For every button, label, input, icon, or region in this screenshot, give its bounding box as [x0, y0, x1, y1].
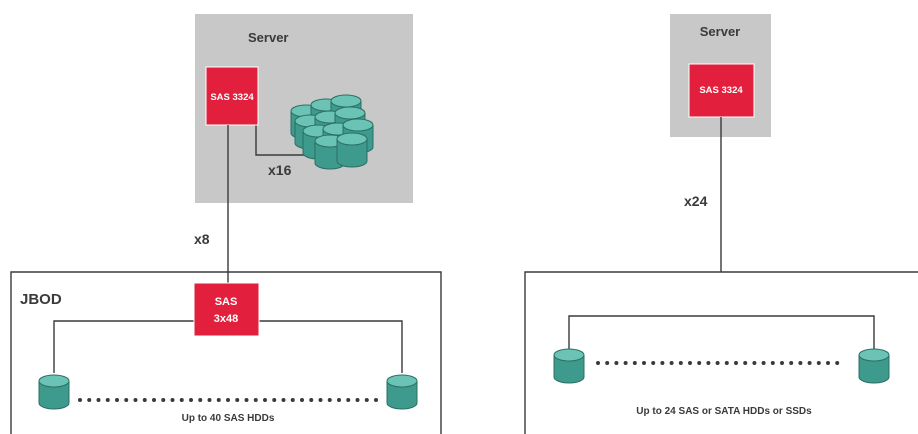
left-last-drive-icon — [386, 374, 418, 410]
ellipsis-dot — [374, 398, 378, 402]
left-internal-link-label: x16 — [268, 162, 292, 178]
ellipsis-dot — [226, 398, 230, 402]
jbod-label: JBOD — [20, 291, 62, 308]
ellipsis-dot — [605, 361, 610, 365]
ellipsis-dot — [835, 361, 840, 365]
right-configuration: Server SAS 3324 x24 Up to 24 SAS or SATA… — [524, 14, 918, 434]
ellipsis-dot — [780, 361, 784, 365]
ellipsis-dot — [743, 361, 748, 365]
ellipsis-dot — [706, 361, 711, 365]
right-server-label: Server — [700, 24, 740, 39]
ellipsis-dot — [78, 398, 82, 402]
right-controller-label: SAS 3324 — [699, 85, 743, 96]
ellipsis-dot — [189, 398, 193, 402]
ellipsis-dot — [355, 398, 360, 402]
ellipsis-dot — [309, 398, 314, 402]
ellipsis-dot — [170, 398, 175, 402]
ellipsis-dot — [300, 398, 304, 402]
ellipsis-dot — [96, 398, 101, 402]
ellipsis-dot — [816, 361, 821, 365]
left-uplink-label: x8 — [194, 231, 210, 247]
ellipsis-dot — [632, 361, 637, 365]
left-drives-caption: Up to 40 SAS HDDs — [182, 413, 275, 424]
left-first-drive-icon — [38, 374, 70, 410]
ellipsis-dot — [697, 361, 702, 365]
ellipsis-dot — [614, 361, 619, 365]
ellipsis-dot — [642, 361, 646, 365]
ellipsis-dot — [651, 361, 656, 365]
ellipsis-dot — [115, 398, 119, 402]
ellipsis-dot — [770, 361, 775, 365]
left-drive-ellipsis-dots — [78, 398, 378, 402]
ellipsis-dot — [678, 361, 683, 365]
sas-expander-label-line2: 3x48 — [214, 313, 238, 325]
ellipsis-dot — [253, 398, 258, 402]
right-controller-chip — [688, 63, 755, 118]
right-backplane-line — [568, 315, 875, 360]
ellipsis-dot — [272, 398, 277, 402]
ellipsis-dot — [688, 361, 692, 365]
ellipsis-dot — [142, 398, 147, 402]
ellipsis-dot — [207, 398, 212, 402]
right-drives-caption: Up to 24 SAS or SATA HDDs or SSDs — [636, 406, 812, 417]
ellipsis-dot — [752, 361, 757, 365]
right-drive-ellipsis-dots — [596, 361, 840, 365]
ellipsis-dot — [715, 361, 720, 365]
ellipsis-dot — [235, 398, 240, 402]
ellipsis-dot — [216, 398, 221, 402]
ellipsis-dot — [105, 398, 110, 402]
ellipsis-dot — [179, 398, 184, 402]
ellipsis-dot — [798, 361, 803, 365]
left-controller-label: SAS 3324 — [210, 92, 254, 103]
ellipsis-dot — [318, 398, 323, 402]
ellipsis-dot — [290, 398, 295, 402]
ellipsis-dot — [724, 361, 729, 365]
sas-expander-label-line1: SAS — [215, 296, 238, 308]
ellipsis-dot — [133, 398, 138, 402]
left-controller-chip — [205, 66, 259, 126]
right-link-label: x24 — [684, 193, 708, 209]
ellipsis-dot — [161, 398, 166, 402]
ellipsis-dot — [281, 398, 286, 402]
ellipsis-dot — [152, 398, 156, 402]
right-last-drive-icon — [858, 348, 890, 384]
ellipsis-dot — [826, 361, 830, 365]
ellipsis-dot — [87, 398, 92, 402]
ellipsis-dot — [337, 398, 341, 402]
ellipsis-dot — [346, 398, 351, 402]
ellipsis-dot — [734, 361, 738, 365]
ellipsis-dot — [244, 398, 249, 402]
ellipsis-dot — [124, 398, 129, 402]
left-server-label: Server — [248, 30, 288, 45]
right-first-drive-icon — [553, 348, 585, 384]
ellipsis-dot — [761, 361, 766, 365]
ellipsis-dot — [596, 361, 600, 365]
ellipsis-dot — [623, 361, 628, 365]
ellipsis-dot — [660, 361, 665, 365]
ellipsis-dot — [807, 361, 812, 365]
sas-expander-chip — [193, 282, 260, 337]
left-configuration: Server x16 SAS 3324 x8 JBOD — [10, 14, 442, 434]
ellipsis-dot — [198, 398, 203, 402]
right-enclosure — [524, 271, 918, 434]
ellipsis-dot — [789, 361, 794, 365]
ellipsis-dot — [669, 361, 674, 365]
left-internal-link-line — [255, 125, 312, 156]
ellipsis-dot — [364, 398, 369, 402]
ellipsis-dot — [327, 398, 332, 402]
ellipsis-dot — [263, 398, 267, 402]
jbod-enclosure — [10, 271, 442, 434]
